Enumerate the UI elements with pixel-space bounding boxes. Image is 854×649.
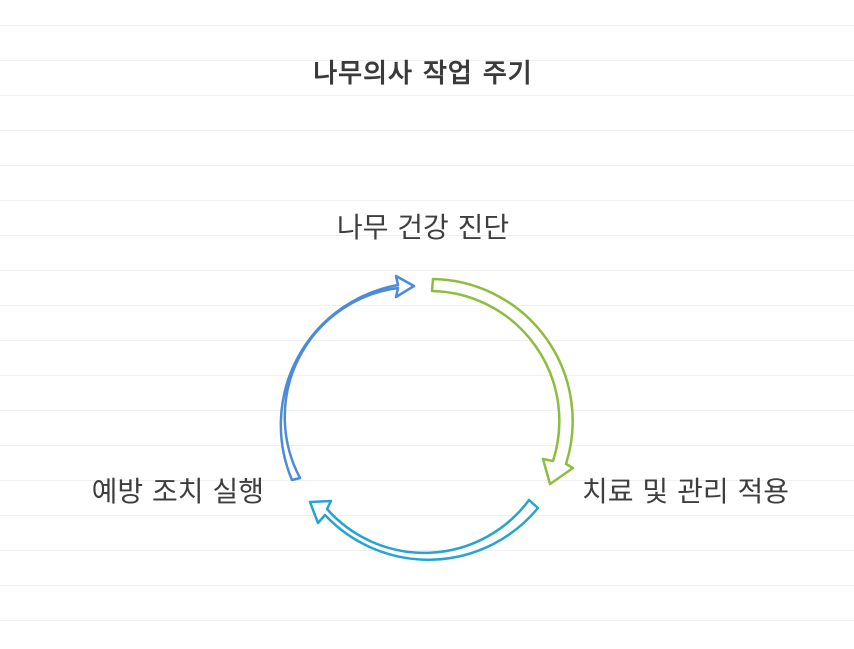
ruled-line <box>0 550 854 551</box>
diagram-title: 나무의사 작업 주기 <box>313 59 533 89</box>
step-label-diagnosis: 나무 건강 진단 <box>336 211 510 244</box>
step-label-treatment: 치료 및 관리 적용 <box>582 475 790 508</box>
ruled-line <box>0 620 854 621</box>
ruled-line <box>0 235 854 236</box>
ruled-line <box>0 410 854 411</box>
ruled-line <box>0 25 854 26</box>
ruled-line <box>0 480 854 481</box>
arrow-diagnosis-to-treatment <box>430 277 575 486</box>
arrow-prevention-to-diagnosis <box>279 274 416 482</box>
ruled-line <box>0 515 854 516</box>
ruled-line <box>0 585 854 586</box>
ruled-line <box>0 340 854 341</box>
ruled-line <box>0 60 854 61</box>
ruled-line <box>0 130 854 131</box>
ruled-line <box>0 95 854 96</box>
ruled-line <box>0 375 854 376</box>
ruled-line <box>0 305 854 306</box>
ruled-line <box>0 200 854 201</box>
step-label-prevention: 예방 조치 실행 <box>91 475 264 508</box>
arrow-treatment-to-prevention <box>308 498 540 561</box>
ruled-line <box>0 270 854 271</box>
ruled-line <box>0 165 854 166</box>
ruled-line <box>0 445 854 446</box>
